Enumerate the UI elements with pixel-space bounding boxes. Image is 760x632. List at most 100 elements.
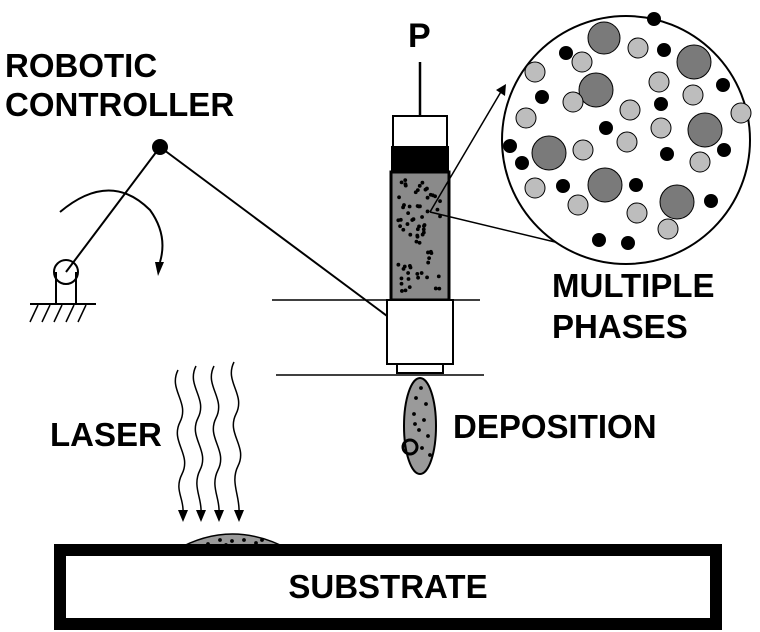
barrel-particle [398, 217, 403, 222]
medium-particle [567, 194, 589, 216]
barrel-particle [406, 211, 411, 216]
deposition-plume [403, 377, 437, 475]
plume-particle [417, 428, 421, 432]
barrel-particle [408, 232, 413, 237]
small-particle [654, 97, 668, 111]
barrel-particle [420, 215, 424, 219]
medium-particle [515, 107, 537, 129]
arm-pivot-joint [53, 259, 79, 285]
robotic-label: ROBOTIC [5, 47, 157, 84]
medium-particle [616, 131, 638, 153]
barrel-particle [425, 195, 430, 200]
barrel-particle [407, 285, 412, 290]
syringe-barrel [389, 170, 451, 302]
bead-particle [260, 538, 264, 542]
plume-particle [422, 418, 426, 422]
barrel-particle [421, 230, 426, 235]
barrel-particle [419, 271, 424, 275]
bead-particle [218, 538, 222, 542]
bead-particle [242, 538, 246, 542]
deposition-particle-ring [401, 438, 419, 456]
substrate-block [54, 544, 722, 630]
barrel-particle [406, 271, 411, 275]
rotation-arc [59, 189, 164, 263]
robot-arm-icon [29, 139, 422, 344]
barrel-particle [433, 286, 438, 291]
barrel-particle [430, 193, 435, 198]
plume-particle [428, 453, 432, 457]
phases-label: PHASES [552, 308, 688, 345]
medium-particle [627, 37, 649, 59]
rotation-arrowhead-icon [155, 262, 164, 276]
barrel-particle [403, 178, 408, 183]
barrel-particle [426, 250, 430, 255]
arm-link-upper [159, 146, 415, 337]
substrate-label: SUBSTRATE [288, 568, 487, 605]
barrel-particle [398, 224, 402, 229]
large-particle [676, 44, 712, 80]
large-particle [687, 112, 723, 148]
small-particle [657, 43, 671, 57]
arm-link-lower [65, 146, 161, 273]
medium-particle [619, 99, 641, 121]
small-particle [515, 156, 529, 170]
barrel-particle [413, 190, 418, 195]
barrel-particle [421, 227, 426, 232]
barrel-particle [399, 276, 404, 281]
plume-particle [424, 402, 428, 406]
barrel-particle [399, 180, 404, 185]
barrel-particle [417, 183, 422, 188]
medium-particle [730, 102, 752, 124]
barrel-particle [407, 204, 412, 209]
medium-particle [689, 151, 711, 173]
small-particle [592, 233, 606, 247]
medium-particle [572, 139, 594, 161]
barrel-particle [407, 263, 412, 268]
barrel-particle [397, 195, 401, 200]
large-particle [587, 21, 621, 55]
small-particle [716, 78, 730, 92]
barrel-particle [425, 209, 430, 214]
barrel-particle [420, 180, 425, 185]
barrel-particle [396, 262, 401, 267]
plume-particle [414, 396, 418, 400]
small-particle [717, 143, 731, 157]
laser-beam-icon [174, 361, 244, 522]
barrel-particles [396, 178, 442, 293]
barrel-particle [426, 260, 431, 265]
plunger-top [392, 115, 448, 149]
pressure-label: P [408, 17, 431, 55]
medium-particle [562, 91, 584, 113]
small-particle [647, 12, 661, 26]
small-particle [535, 90, 549, 104]
small-particle [599, 121, 613, 135]
small-particle [503, 139, 517, 153]
deposition-label: DEPOSITION [453, 408, 657, 445]
barrel-particle [417, 240, 422, 245]
medium-particle [650, 117, 672, 139]
small-particle [556, 179, 570, 193]
large-particle [531, 135, 567, 171]
large-particle [587, 167, 623, 203]
plume-particle [426, 434, 430, 438]
deposition-stream [401, 377, 437, 475]
plume-particle [419, 386, 423, 390]
large-particle [659, 184, 695, 220]
barrel-particle [401, 266, 406, 271]
medium-particle [524, 177, 546, 199]
multiple-label: MULTIPLE [552, 267, 715, 304]
medium-particle [657, 218, 679, 240]
barrel-particle [417, 224, 421, 229]
laser-label: LASER [50, 416, 162, 453]
barrel-particle [415, 233, 420, 238]
bead-particle [254, 541, 258, 545]
ground-hatch [29, 304, 87, 323]
barrel-particle [401, 227, 406, 232]
medium-particle [682, 84, 704, 106]
barrel-particle [425, 275, 429, 280]
barrel-particle [437, 286, 442, 291]
plume-particle [413, 422, 417, 426]
nozzle-block [386, 299, 454, 365]
barrel-particle [403, 182, 408, 187]
medium-particle [571, 51, 593, 73]
